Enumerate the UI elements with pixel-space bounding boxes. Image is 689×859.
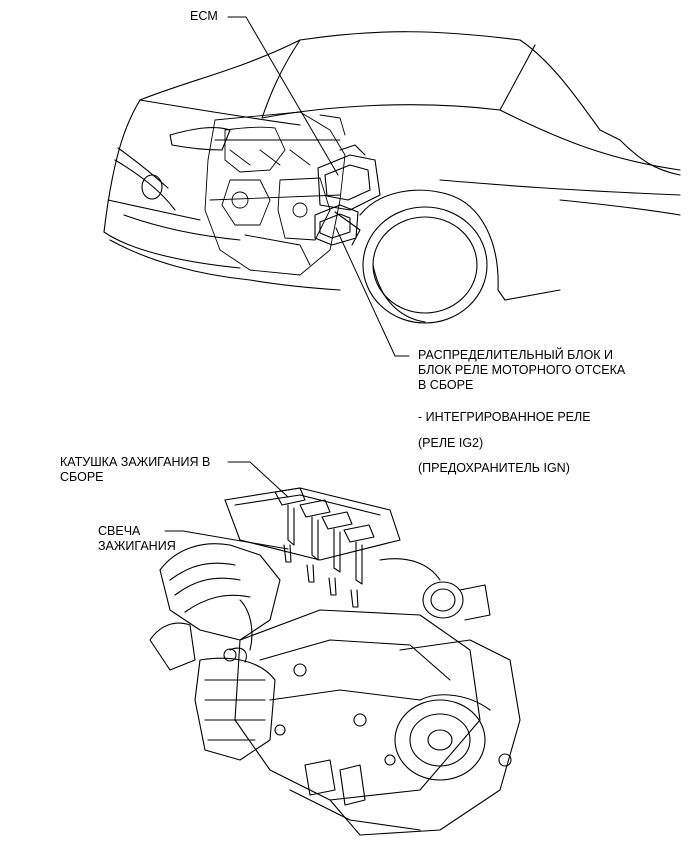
relay-block-label-line-1: РАСПРЕДЕЛИТЕЛЬНЫЙ БЛОК И — [418, 348, 614, 362]
engine-assembly-drawing — [149, 487, 521, 836]
ecm-label: ECM — [190, 9, 218, 23]
ignition-coils — [274, 487, 375, 585]
leader-lines-bottom — [164, 461, 289, 550]
ignition-coil-label: КАТУШКА ЗАЖИГАНИЯ В СБОРЕ — [60, 455, 210, 485]
spark-plug-label-line-1: СВЕЧА — [98, 524, 141, 538]
engine-bay-drawing — [204, 111, 346, 276]
spark-plug-label: СВЕЧА ЗАЖИГАНИЯ — [98, 524, 176, 554]
relay-block-label: РАСПРЕДЕЛИТЕЛЬНЫЙ БЛОК И БЛОК РЕЛЕ МОТОР… — [418, 348, 625, 393]
relay-ig2-label: (РЕЛЕ IG2) — [418, 436, 484, 450]
fuse-ign-label: (ПРЕДОХРАНИТЕЛЬ IGN) — [418, 461, 570, 475]
leader-lines-top — [227, 16, 410, 357]
ignition-coil-label-line-1: КАТУШКА ЗАЖИГАНИЯ В — [60, 455, 211, 469]
relay-block-label-line-2: БЛОК РЕЛЕ МОТОРНОГО ОТСЕКА — [418, 363, 626, 377]
ecm-module-drawing — [314, 144, 381, 246]
relay-block-label-line-3: В СБОРЕ — [418, 378, 474, 392]
spark-plug-label-line-2: ЗАЖИГАНИЯ — [98, 539, 176, 553]
car-front-drawing — [103, 31, 681, 324]
integrated-relay-label: - ИНТЕГРИРОВАННОЕ РЕЛЕ — [418, 410, 591, 424]
ignition-coil-label-line-2: СБОРЕ — [60, 470, 104, 484]
